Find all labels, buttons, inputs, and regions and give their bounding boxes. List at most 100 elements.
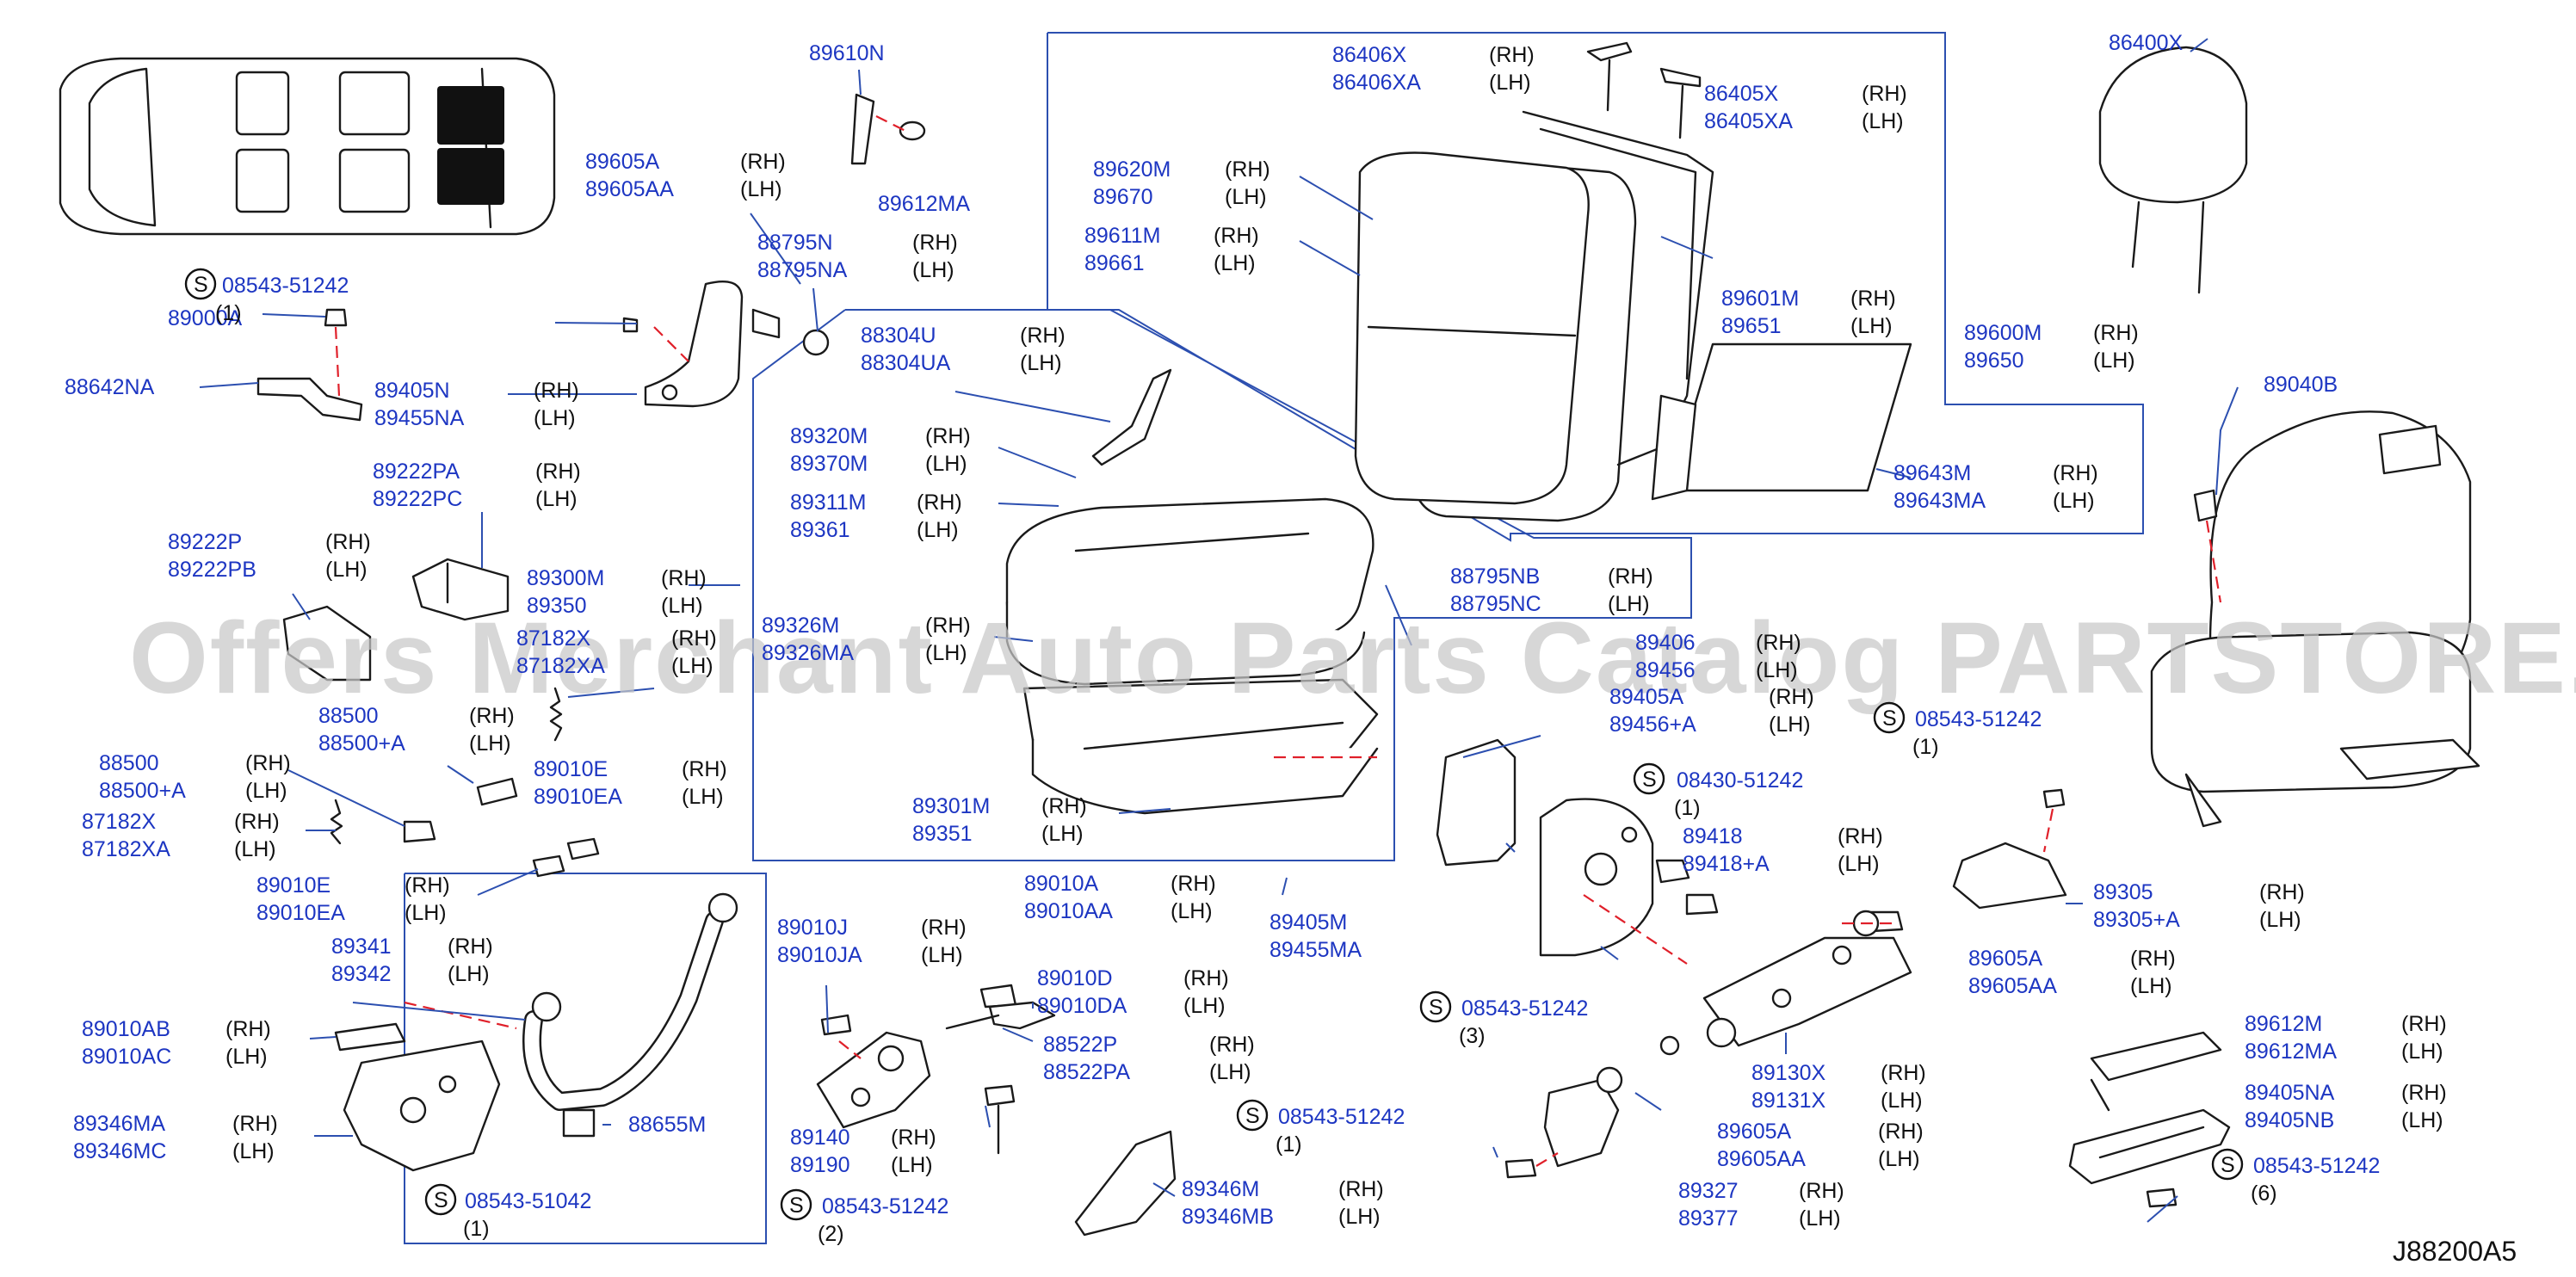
part-number[interactable]: 89346MC — [73, 1139, 166, 1163]
part-number[interactable]: 89010A — [1024, 872, 1099, 896]
screw-callout[interactable]: S 08543-51242 (3) — [1419, 990, 1588, 1048]
part-number[interactable]: 89010EA — [534, 785, 622, 809]
part-number[interactable]: 88795N — [757, 231, 833, 255]
part-number[interactable]: 89405N — [374, 379, 450, 403]
part-number[interactable]: 89670 — [1093, 185, 1153, 209]
part-number[interactable]: 89010JA — [777, 943, 862, 967]
part-number[interactable]: 86400X — [2109, 31, 2184, 55]
part-number[interactable]: 89140 — [790, 1126, 850, 1150]
part-number[interactable]: 89346MA — [73, 1112, 165, 1136]
part-number[interactable]: 89010E — [534, 757, 608, 781]
part-number[interactable]: 89010AA — [1024, 899, 1113, 923]
part-number[interactable]: 89342 — [331, 962, 392, 986]
screw-part-number[interactable]: 08543-51242 — [2253, 1154, 2380, 1178]
part-number[interactable]: 89301M — [912, 794, 990, 818]
part-number[interactable]: 88500 — [318, 704, 379, 728]
part-number[interactable]: 89320M — [790, 424, 868, 448]
part-number[interactable]: 89605AA — [1968, 974, 2057, 998]
part-number[interactable]: 89010E — [256, 873, 330, 898]
part-number[interactable]: 89341 — [331, 935, 392, 959]
part-number[interactable]: 89612MA — [2245, 1039, 2337, 1064]
screw-callout[interactable]: S 08543-51242 (1) — [1236, 1099, 1405, 1157]
part-number[interactable]: 89000A — [168, 306, 243, 330]
part-number[interactable]: 88655M — [628, 1113, 706, 1137]
screw-part-number[interactable]: 08430-51242 — [1677, 768, 1803, 793]
screw-callout[interactable]: S 08543-51242 (6) — [2211, 1148, 2380, 1206]
part-number[interactable]: 89222PA — [373, 460, 460, 484]
part-number[interactable]: 88522PA — [1043, 1060, 1130, 1084]
screw-part-number[interactable]: 08543-51042 — [465, 1189, 591, 1213]
part-number[interactable]: 89346M — [1182, 1177, 1259, 1201]
part-number[interactable]: 89405A — [1609, 685, 1684, 709]
part-number[interactable]: 89455MA — [1269, 938, 1362, 962]
part-number[interactable]: 89040B — [2264, 373, 2338, 397]
part-number[interactable]: 87182XA — [516, 654, 605, 678]
part-number[interactable]: 89650 — [1964, 349, 2024, 373]
part-number[interactable]: 89377 — [1678, 1206, 1739, 1231]
screw-part-number[interactable]: 08543-51242 — [822, 1194, 948, 1218]
part-number[interactable]: 89405NA — [2245, 1081, 2335, 1105]
screw-part-number[interactable]: 08543-51242 — [1461, 996, 1588, 1021]
part-number[interactable]: 89190 — [790, 1153, 850, 1177]
part-number[interactable]: 89661 — [1084, 251, 1145, 275]
part-number[interactable]: 89350 — [527, 594, 587, 618]
screw-callout[interactable]: S 08543-51242 (2) — [780, 1188, 948, 1246]
part-number[interactable]: 88304U — [861, 324, 936, 348]
part-number[interactable]: 88500+A — [318, 731, 405, 756]
part-number[interactable]: 89418 — [1683, 824, 1743, 848]
part-number[interactable]: 89131X — [1751, 1089, 1826, 1113]
part-number[interactable]: 89010DA — [1037, 994, 1127, 1018]
part-number[interactable]: 89612MA — [878, 192, 970, 216]
part-number[interactable]: 88642NA — [65, 375, 155, 399]
part-number[interactable]: 87182XA — [82, 837, 170, 861]
part-number[interactable]: 89305+A — [2093, 908, 2180, 932]
screw-part-number[interactable]: 08543-51242 — [222, 274, 349, 298]
part-number[interactable]: 89455NA — [374, 406, 465, 430]
part-number[interactable]: 88500+A — [99, 779, 186, 803]
part-number[interactable]: 89010D — [1037, 966, 1113, 990]
part-number[interactable]: 86405XA — [1704, 109, 1793, 133]
part-number[interactable]: 86405X — [1704, 82, 1779, 106]
part-number[interactable]: 89346MB — [1182, 1205, 1274, 1229]
part-number[interactable]: 89370M — [790, 452, 868, 476]
part-number[interactable]: 89405NB — [2245, 1108, 2334, 1132]
part-number[interactable]: 88522P — [1043, 1033, 1117, 1057]
part-number[interactable]: 89405M — [1269, 910, 1347, 935]
part-number[interactable]: 89620M — [1093, 157, 1171, 182]
part-number[interactable]: 89361 — [790, 518, 850, 542]
part-number[interactable]: 89456+A — [1609, 713, 1696, 737]
screw-callout[interactable]: S 08543-51242 (1) — [184, 268, 349, 325]
screw-callout[interactable]: S 08543-51042 (1) — [424, 1183, 591, 1241]
part-number[interactable]: 89327 — [1678, 1179, 1739, 1203]
part-number[interactable]: 89311M — [790, 490, 867, 515]
part-number[interactable]: 89418+A — [1683, 852, 1770, 876]
part-number[interactable]: 88795NC — [1450, 592, 1541, 616]
part-number[interactable]: 89300M — [527, 566, 604, 590]
part-number[interactable]: 89612M — [2245, 1012, 2322, 1036]
part-number[interactable]: 89351 — [912, 822, 973, 846]
part-number[interactable]: 89605AA — [1717, 1147, 1806, 1171]
part-number[interactable]: 88795NA — [757, 258, 848, 282]
part-number[interactable]: 89600M — [1964, 321, 2042, 345]
part-number[interactable]: 89222PB — [168, 558, 256, 582]
part-number[interactable]: 89456 — [1635, 658, 1696, 682]
part-number[interactable]: 88500 — [99, 751, 159, 775]
part-number[interactable]: 89605A — [1717, 1120, 1792, 1144]
part-number[interactable]: 89605A — [585, 150, 660, 174]
part-number[interactable]: 86406X — [1332, 43, 1407, 67]
screw-callout[interactable]: S 08543-51242 (1) — [1873, 701, 2042, 759]
part-number[interactable]: 89010AB — [82, 1017, 170, 1041]
part-number[interactable]: 89130X — [1751, 1061, 1826, 1085]
part-number[interactable]: 89305 — [2093, 880, 2153, 904]
part-number[interactable]: 89222PC — [373, 487, 462, 511]
part-number[interactable]: 89610N — [809, 41, 885, 65]
part-number[interactable]: 89611M — [1084, 224, 1161, 248]
part-number[interactable]: 89326MA — [762, 641, 854, 665]
screw-callout[interactable]: S 08430-51242 (1) — [1633, 762, 1803, 820]
part-number[interactable]: 89643MA — [1893, 489, 1986, 513]
part-number[interactable]: 88795NB — [1450, 564, 1540, 589]
part-number[interactable]: 89326M — [762, 614, 839, 638]
part-number[interactable]: 89222P — [168, 530, 242, 554]
screw-part-number[interactable]: 08543-51242 — [1278, 1105, 1405, 1129]
part-number[interactable]: 89605AA — [585, 177, 674, 201]
